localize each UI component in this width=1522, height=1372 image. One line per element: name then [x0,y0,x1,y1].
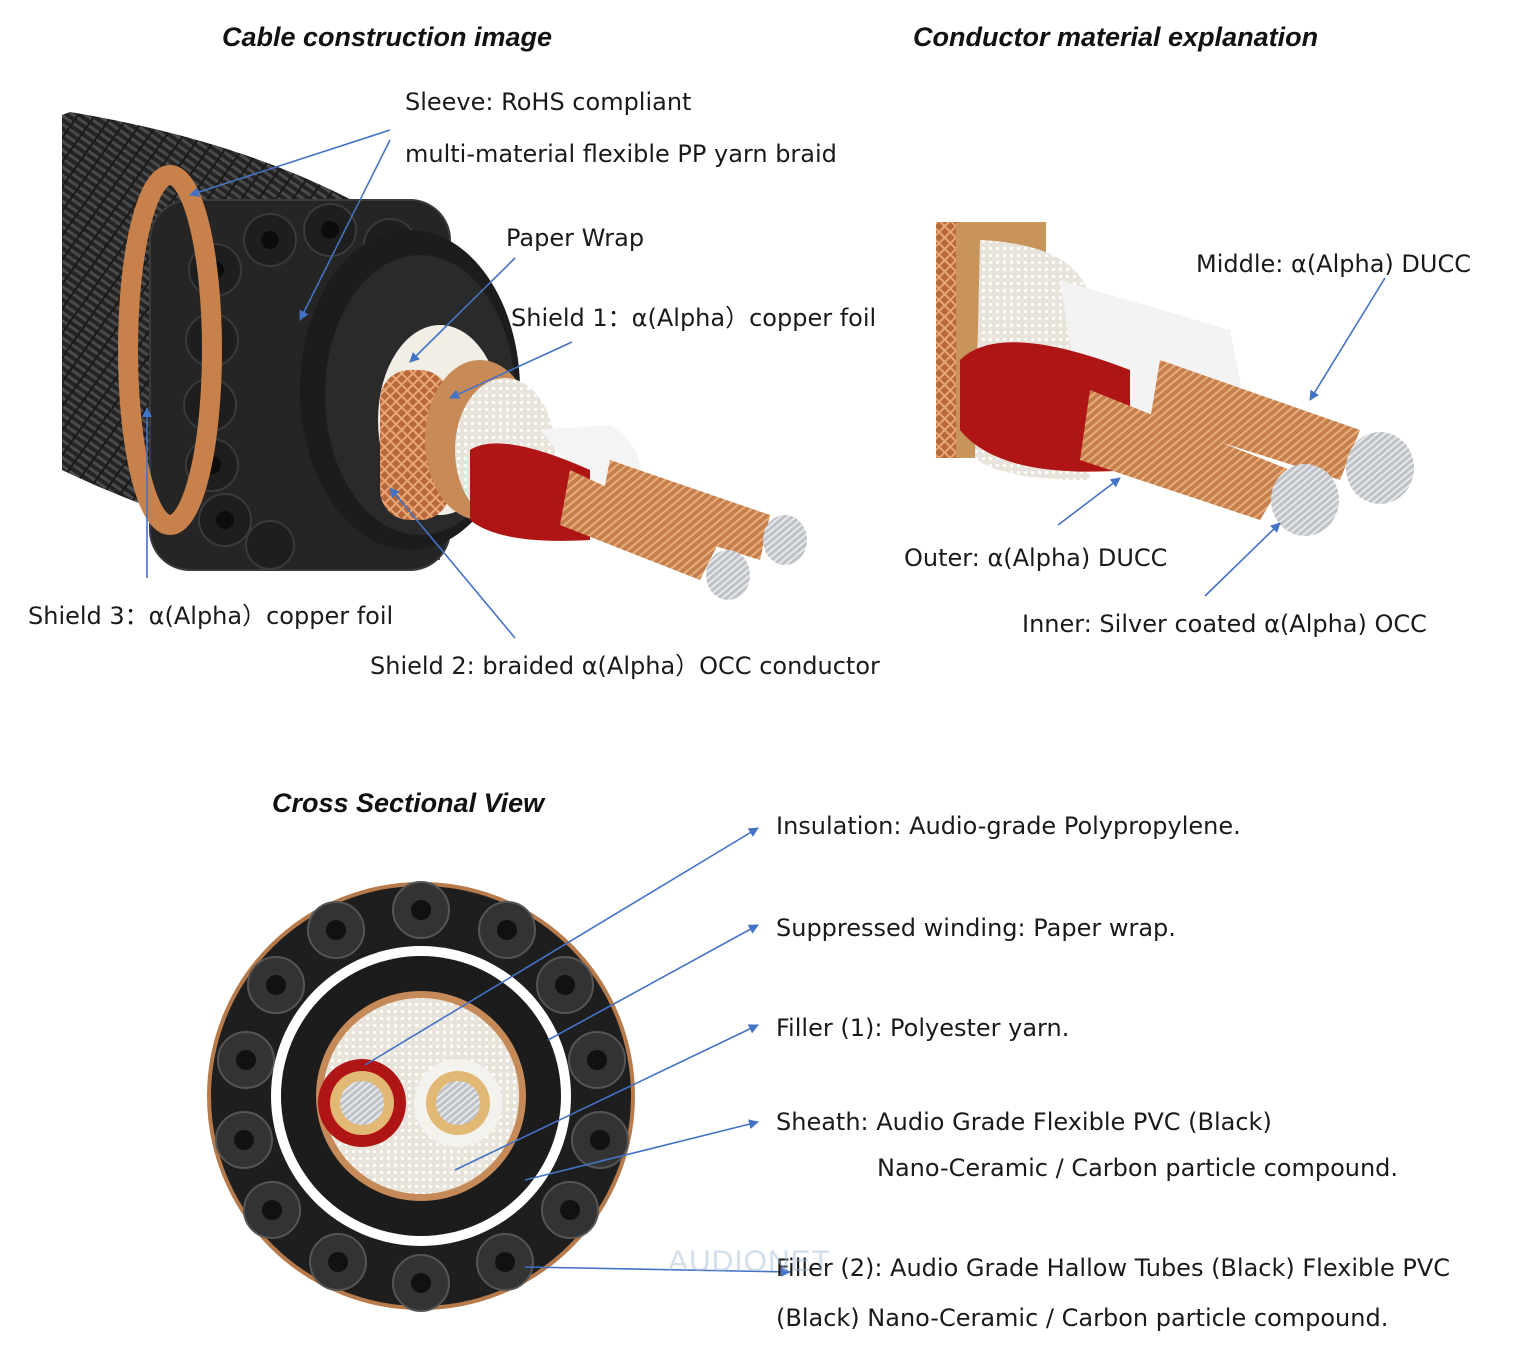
label-filler-2-line-1: Filler (2): Audio Grade Hallow Tubes (Bl… [776,1254,1450,1282]
label-suppressed-winding: Suppressed winding: Paper wrap. [776,914,1176,942]
heading-cross-section: Cross Sectional View [272,788,545,818]
label-sheath-line-1: Sheath: Audio Grade Flexible PVC (Black) [776,1108,1272,1136]
heading-conductor-material: Conductor material explanation [913,22,1319,52]
shield-3-band [118,165,222,535]
material-drawing [936,222,1414,536]
label-sleeve-line-2: multi-material flexible PP yarn braid [405,140,837,168]
construction-drawing [62,112,807,600]
construction-arrows [142,129,573,639]
label-insulation: Insulation: Audio-grade Polypropylene. [776,812,1241,840]
cross-section-arrows [364,827,791,1277]
label-filler-2-line-2: (Black) Nano-Ceramic / Carbon particle c… [776,1304,1389,1332]
label-inner-conductor: Inner: Silver coated α(Alpha) OCC [1022,610,1427,638]
cross-section-drawing [207,881,635,1312]
label-shield-3: Shield 3：α(Alpha）copper foil [28,602,394,630]
heading-cable-construction: Cable construction image [222,22,553,52]
watermark-logo: AUDIONET [668,1245,832,1278]
red-insulation [470,443,590,541]
label-sleeve-line-1: Sleeve: RoHS compliant [405,88,692,116]
label-sheath-line-2: Nano-Ceramic / Carbon particle compound. [877,1154,1399,1182]
label-shield-1: Shield 1：α(Alpha）copper foil [511,304,877,332]
label-shield-2: Shield 2: braided α(Alpha）OCC conductor [370,652,880,680]
label-filler-1: Filler (1): Polyester yarn. [776,1014,1070,1042]
label-paper-wrap: Paper Wrap [506,224,645,252]
material-arrows [1057,277,1386,597]
label-middle-conductor: Middle: α(Alpha) DUCC [1196,250,1471,278]
label-outer-conductor: Outer: α(Alpha) DUCC [904,544,1168,572]
